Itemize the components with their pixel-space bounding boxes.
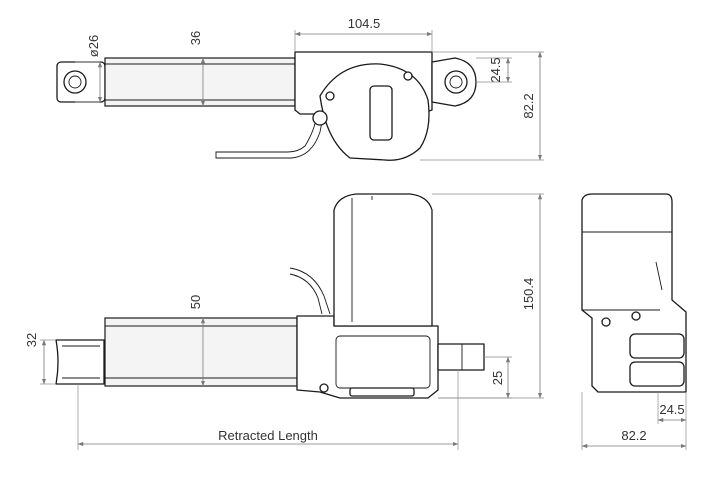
top-motor-window <box>369 85 393 141</box>
front-rod-end <box>55 339 105 385</box>
dim-rod-end-height: 32 <box>24 333 39 347</box>
top-rod-eye <box>63 70 87 94</box>
dim-housing-length: 104.5 <box>348 16 381 31</box>
top-inner-tube <box>104 57 296 107</box>
front-cable <box>289 267 331 315</box>
dim-total-width-top: 82.2 <box>521 93 536 118</box>
dim-side-offset: 24.5 <box>659 402 684 417</box>
dim-tube-height-front: 50 <box>188 295 203 309</box>
side-view <box>581 193 687 393</box>
top-view <box>56 51 477 161</box>
front-inner-tube <box>104 317 298 387</box>
side-boss-lower <box>629 361 685 387</box>
front-rear-mount <box>437 343 485 371</box>
dim-side-width: 82.2 <box>621 428 646 443</box>
top-cable <box>215 111 325 159</box>
dim-retracted-length: Retracted Length <box>218 428 318 443</box>
front-gearbox <box>296 315 439 399</box>
side-boss-upper <box>629 333 685 359</box>
dim-mount-height: 25 <box>490 371 505 385</box>
front-view <box>55 193 485 399</box>
dim-tube-height-top: 36 <box>188 31 203 45</box>
dim-eye-offset-top: 24.5 <box>488 57 503 82</box>
dim-rod-diameter: ø26 <box>86 35 101 57</box>
front-motor <box>333 193 433 327</box>
dim-total-height: 150.4 <box>521 278 536 311</box>
